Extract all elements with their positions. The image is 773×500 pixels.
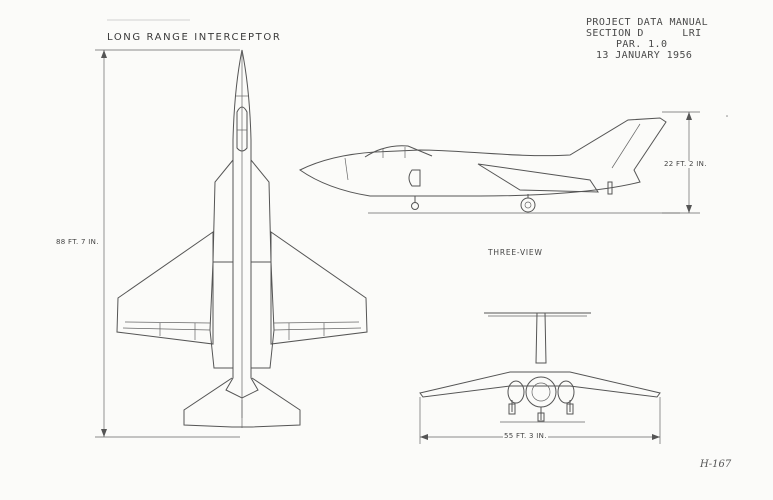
header-line-2: SECTION D LRI bbox=[586, 28, 702, 39]
front-view bbox=[419, 312, 661, 423]
length-dimension-label: 88 FT. 7 IN. bbox=[55, 238, 100, 246]
side-view bbox=[299, 117, 680, 214]
drawing-title: LONG RANGE INTERCEPTOR bbox=[107, 32, 282, 43]
header-line-4: 13 JANUARY 1956 bbox=[596, 50, 693, 61]
span-dimension-label: 55 FT. 3 IN. bbox=[503, 432, 548, 440]
sheet-number: H-167 bbox=[700, 459, 732, 470]
header-line-3: PAR. 1.0 bbox=[616, 39, 668, 50]
length-dimension bbox=[95, 49, 240, 438]
header-line-1: PROJECT DATA MANUAL bbox=[586, 17, 708, 28]
view-label: THREE-VIEW bbox=[488, 248, 543, 257]
height-dimension-label: 22 FT. 2 IN. bbox=[663, 160, 708, 168]
plan-view bbox=[116, 49, 368, 428]
